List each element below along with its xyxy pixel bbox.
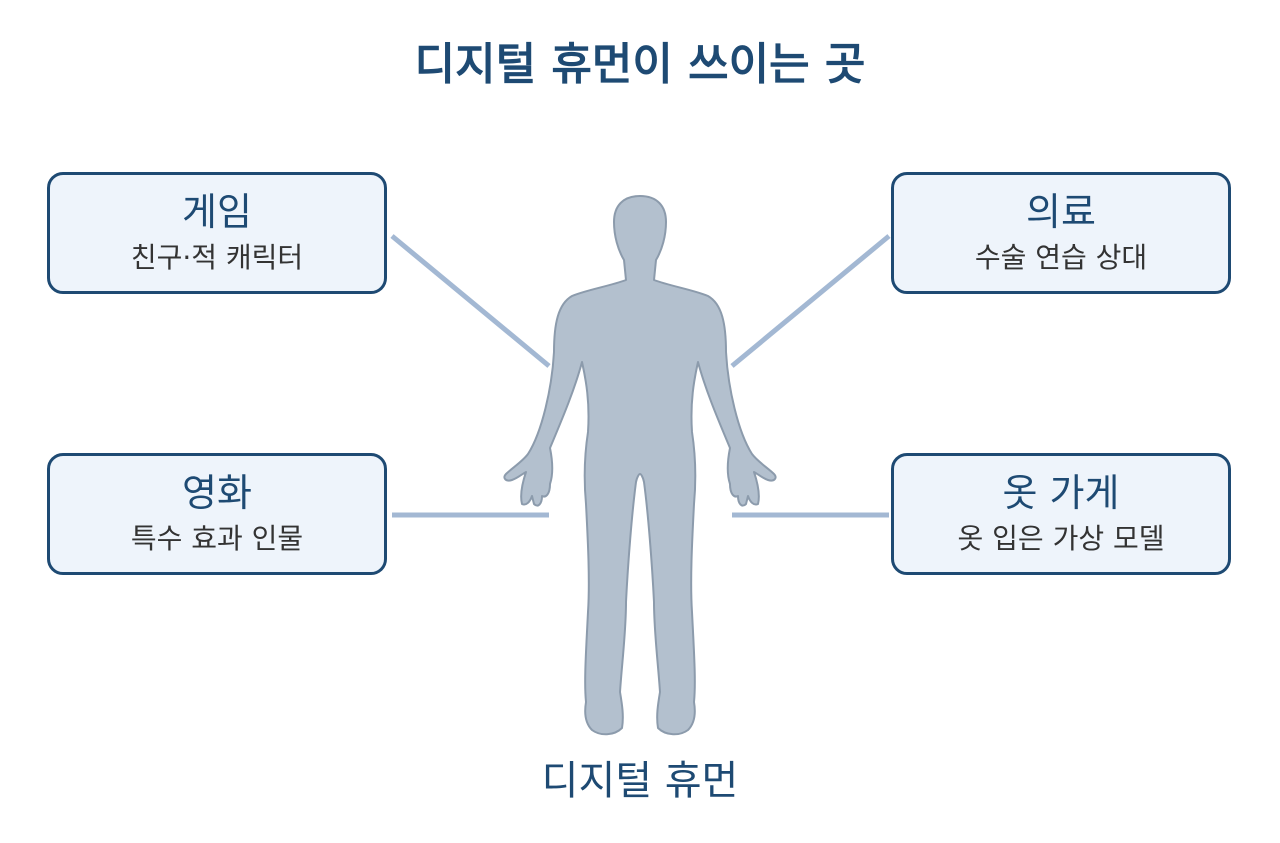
use-name-movie: 영화 <box>182 471 252 515</box>
use-desc-fashion: 옷 입은 가상 모델 <box>957 522 1165 555</box>
diagram-title: 디지털 휴먼이 쓰이는 곳 <box>414 39 866 90</box>
human-silhouette-icon <box>503 195 777 736</box>
use-name-fashion: 옷 가게 <box>1002 471 1120 515</box>
use-desc-medical: 수술 연습 상대 <box>974 241 1148 274</box>
center-label: 디지털 휴먼 <box>541 758 739 804</box>
use-name-medical: 의료 <box>1026 190 1096 234</box>
connector-game <box>390 234 551 368</box>
use-box-medical: 의료 수술 연습 상대 <box>891 172 1231 294</box>
use-name-game: 게임 <box>182 190 252 234</box>
use-desc-movie: 특수 효과 인물 <box>130 522 304 555</box>
use-box-movie: 영화 특수 효과 인물 <box>47 453 387 575</box>
use-desc-game: 친구·적 캐릭터 <box>130 241 304 274</box>
use-box-fashion: 옷 가게 옷 입은 가상 모델 <box>891 453 1231 575</box>
connector-medical <box>730 234 891 368</box>
use-box-game: 게임 친구·적 캐릭터 <box>47 172 387 294</box>
